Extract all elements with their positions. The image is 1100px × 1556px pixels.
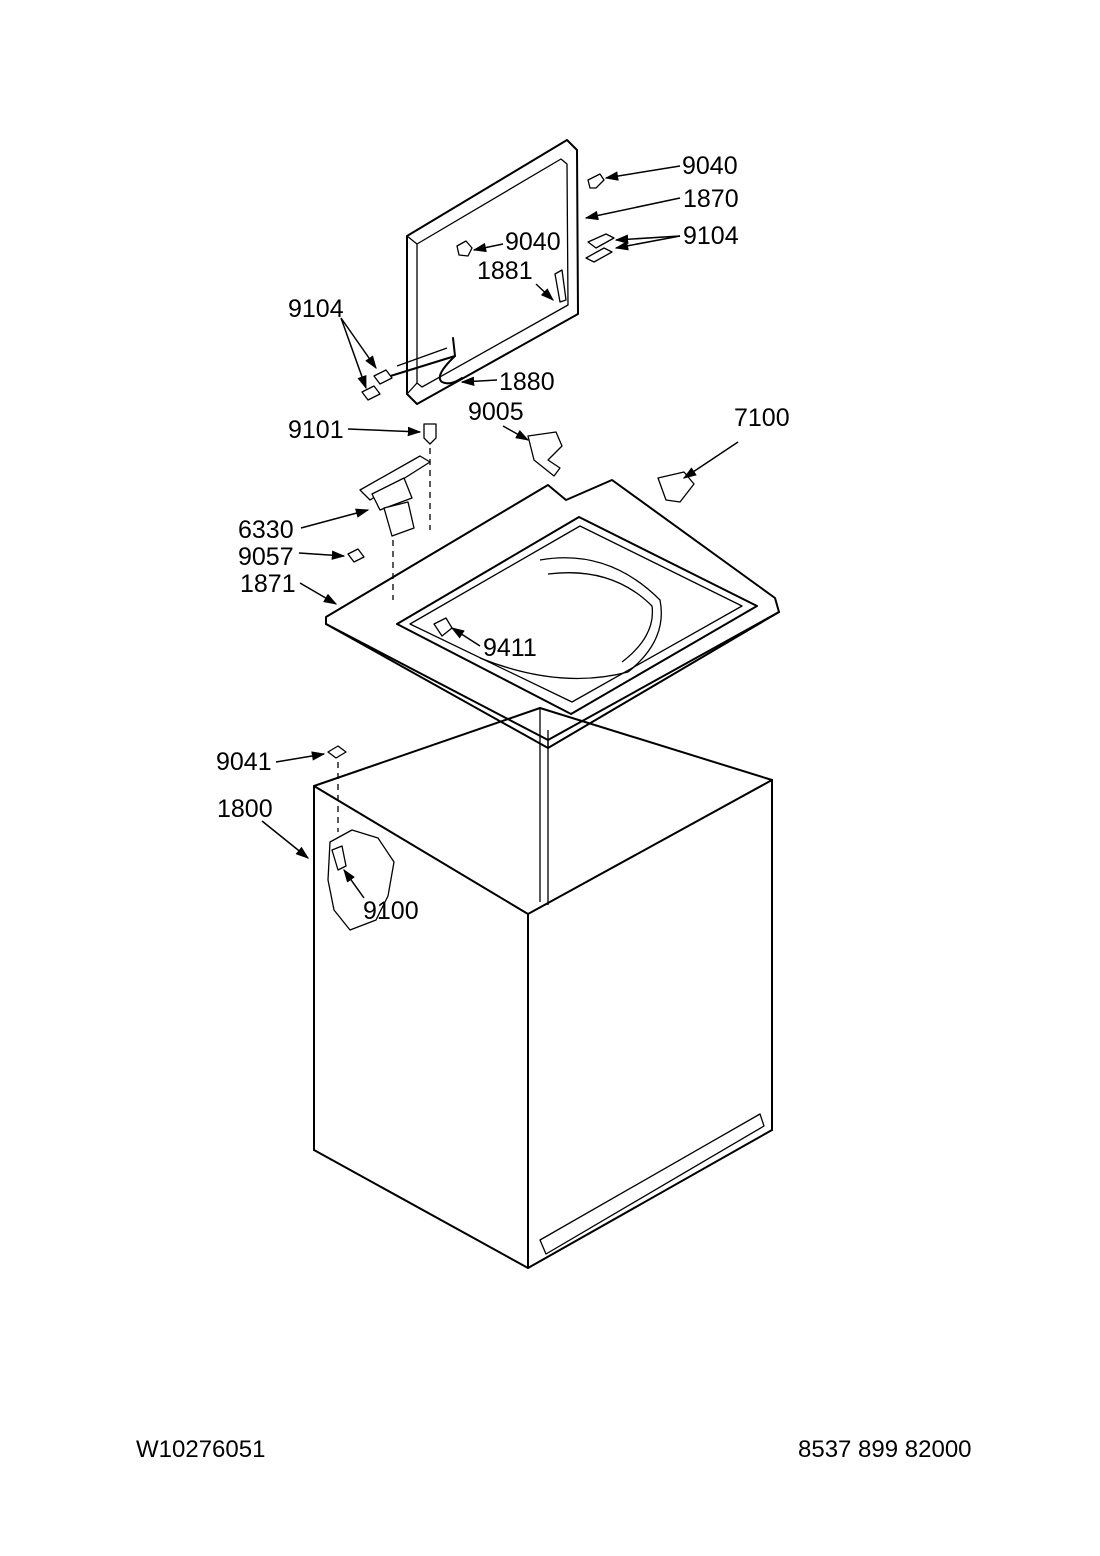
cabinet <box>313 707 773 1269</box>
callout-9100-screw: 9100 <box>363 897 419 925</box>
callout-9101-screw: 9101 <box>288 416 344 444</box>
lid-screws-right <box>585 233 615 263</box>
clip-9041 <box>327 745 347 832</box>
callout-1870-lid: 1870 <box>683 185 739 213</box>
callout-9411-nozzle: 9411 <box>483 634 537 662</box>
part-number: 8537 899 82000 <box>798 1436 972 1463</box>
lid-bumper-top <box>587 173 605 189</box>
callout-9104-screws-right: 9104 <box>683 222 739 250</box>
callout-7100-knob: 7100 <box>734 404 790 432</box>
callout-9040-lid-bumper: 9040 <box>682 152 738 180</box>
lid-hinge-rod <box>383 337 463 385</box>
callout-9057-clip: 9057 <box>238 543 294 571</box>
callout-1871-top-panel: 1871 <box>240 570 296 598</box>
callout-9104-screws-left: 9104 <box>288 295 344 323</box>
callout-6330-switch: 6330 <box>238 516 294 544</box>
callout-1881-latch: 1881 <box>477 257 533 285</box>
fill-nozzle <box>433 617 453 637</box>
lid-switch <box>359 455 431 537</box>
callout-9041-clip: 9041 <box>216 748 272 776</box>
clip-9057 <box>347 548 365 563</box>
lid-frame <box>406 139 579 405</box>
callout-9040-bumper: 9040 <box>505 228 561 256</box>
callout-9005-bracket: 9005 <box>468 398 524 426</box>
cabinet-cutaway <box>327 829 395 931</box>
screw-9101 <box>423 423 437 530</box>
lid-screws-left <box>361 369 393 401</box>
lid-latch <box>554 269 567 303</box>
control-knob <box>657 471 695 503</box>
lid-bumper-left <box>456 240 473 257</box>
leader-arrows <box>261 165 739 899</box>
tub-opening <box>396 516 758 715</box>
callout-1800-cabinet: 1800 <box>217 795 273 823</box>
document-number: W10276051 <box>136 1436 266 1463</box>
bracket-9005 <box>527 431 563 477</box>
callout-1880-hinge: 1880 <box>499 368 555 396</box>
